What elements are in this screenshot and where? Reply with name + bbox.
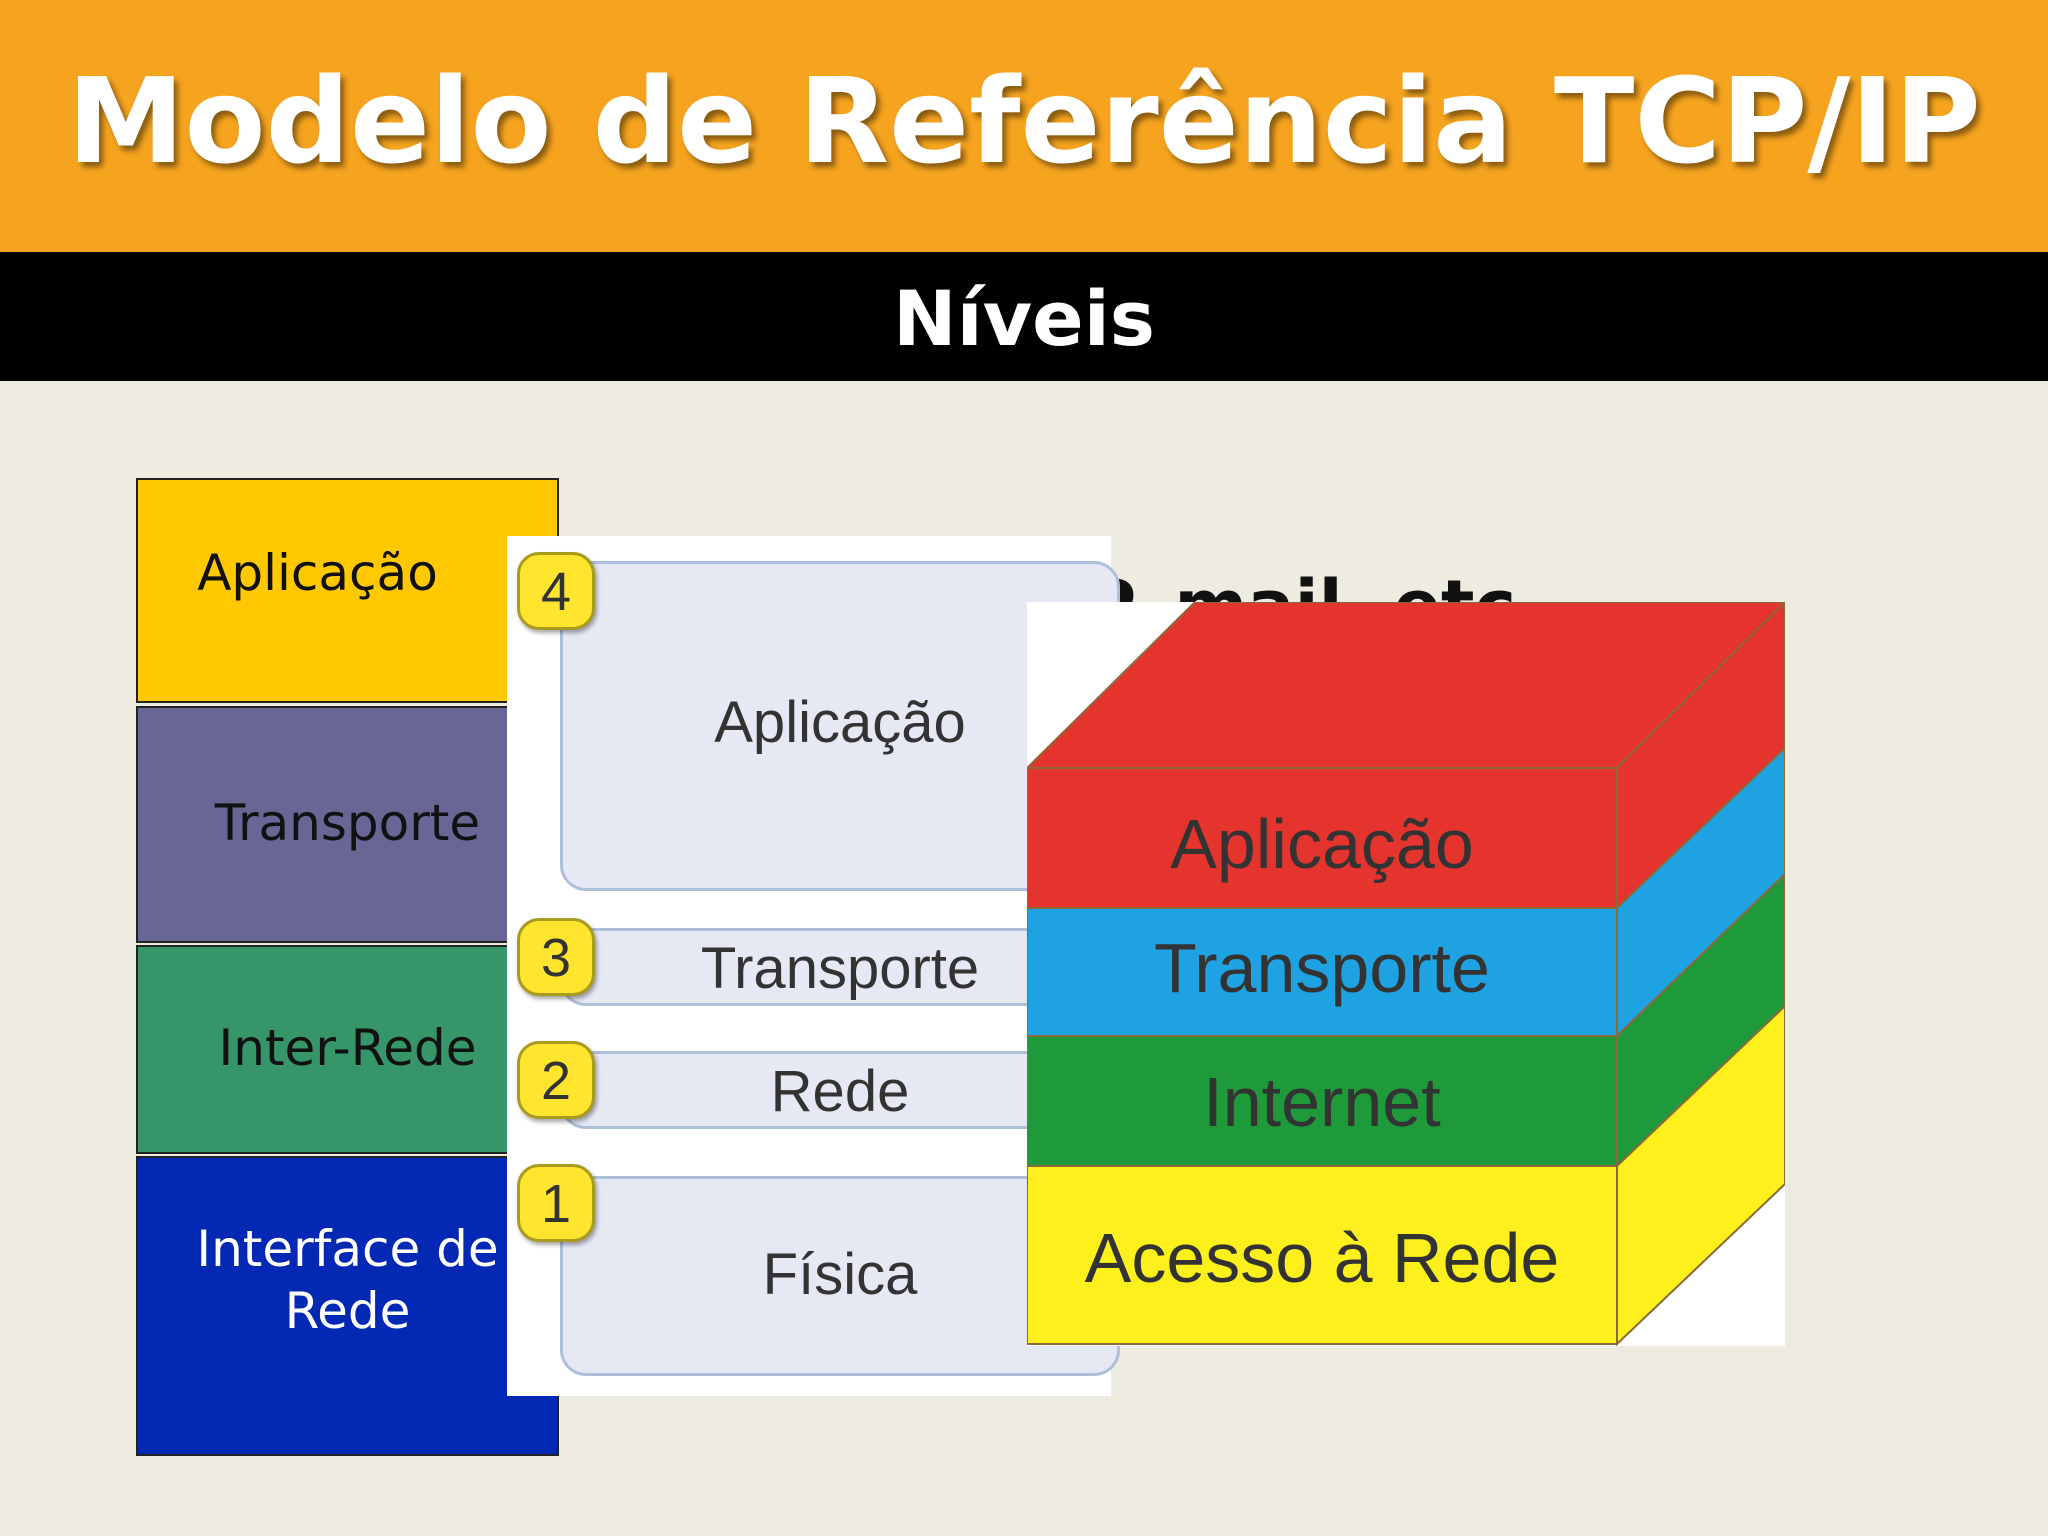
left-layer-label: Inter-Rede	[218, 1019, 477, 1077]
cube-front-acesso	[1027, 1165, 1618, 1345]
middle-layer-stack: Aplicação 4 Transporte 3 Rede 2 Física 1	[507, 536, 1120, 1396]
left-layer-aplicacao: Aplicação	[136, 478, 559, 703]
badge-number: 1	[540, 1174, 572, 1234]
cube-front-transporte	[1027, 907, 1618, 1037]
layer-number-badge: 4	[517, 552, 595, 630]
middle-layer-label: Física	[762, 1242, 918, 1307]
cube-label: Internet	[1203, 1063, 1440, 1141]
left-layer-label: Transporte	[214, 794, 481, 852]
cube-label: Acesso à Rede	[1085, 1219, 1560, 1297]
badge-number: 3	[540, 928, 572, 988]
left-layer-interface-de-rede: Interface de Rede	[136, 1156, 559, 1456]
left-layer-label: Rede	[284, 1282, 411, 1340]
left-layer-label: Interface de	[196, 1220, 499, 1278]
cube-front-internet	[1027, 1035, 1618, 1167]
cube-graphic: Aplicação Transporte Internet Acesso à R…	[1027, 602, 1785, 1346]
middle-layer-label: Aplicação	[714, 690, 966, 755]
left-layer-inter-rede: Inter-Rede	[136, 945, 559, 1154]
middle-layer-label: Transporte	[700, 936, 980, 1001]
title-bar: Modelo de Referência TCP/IP	[0, 0, 2048, 252]
badge-number: 2	[540, 1051, 572, 1111]
left-layer-transporte: Transporte	[136, 706, 559, 943]
layer-number-badge: 3	[517, 918, 595, 996]
subtitle-bar: Níveis	[0, 252, 2048, 381]
layer-number-badge: 2	[517, 1041, 595, 1119]
layer-number-badge: 1	[517, 1164, 595, 1242]
cube-label: Aplicação	[1170, 805, 1474, 883]
layer-cube: Aplicação Transporte Internet Acesso à R…	[1027, 602, 1785, 1346]
middle-layer-label: Rede	[770, 1059, 910, 1124]
left-layer-label: Aplicação	[197, 544, 438, 602]
page-subtitle: Níveis	[892, 274, 1156, 363]
page-title: Modelo de Referência TCP/IP	[67, 52, 1981, 190]
cube-label: Transporte	[1154, 929, 1490, 1007]
cube-front-aplicacao	[1027, 767, 1618, 909]
badge-number: 4	[540, 562, 572, 622]
